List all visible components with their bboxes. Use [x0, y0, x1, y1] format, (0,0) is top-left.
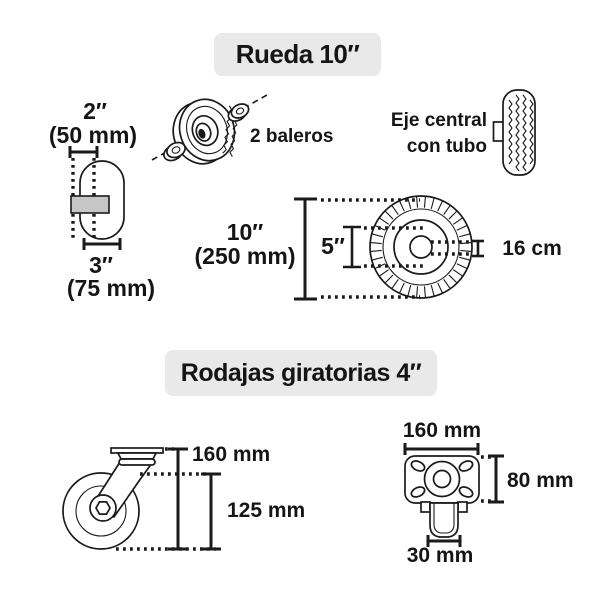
- dim-label-diameter-in: 10″: [227, 219, 264, 245]
- caster-side-view-drawing: [62, 447, 221, 551]
- dim-label-tread-mm: (75 mm): [67, 275, 155, 301]
- dim-label-width-in: 2″: [83, 98, 107, 124]
- dim-label-rim-in: 5″: [321, 233, 345, 259]
- bearings-label: 2 baleros: [250, 126, 333, 147]
- dim-label-width-mm: (50 mm): [49, 122, 137, 148]
- section-header-rodajas: Rodajas giratorias 4″: [165, 350, 437, 396]
- bearing-icon: [227, 103, 250, 122]
- tire-tread-drawing: [492, 89, 536, 176]
- dim-label-plate-width: 80 mm: [507, 469, 574, 492]
- dim-label-caster-wheel-d: 125 mm: [227, 499, 305, 522]
- wheel-side-profile-drawing: [68, 146, 125, 250]
- dim-label-tread-in: 3″: [89, 252, 113, 278]
- axle-label-line1: Eje central: [391, 110, 487, 131]
- dim-label-caster-height: 160 mm: [192, 443, 270, 466]
- dim-label-plate-length: 160 mm: [403, 419, 481, 442]
- section-title: Rueda 10″: [235, 39, 360, 69]
- wheel-front-view-drawing: [294, 195, 484, 301]
- section-header-rueda: Rueda 10″: [214, 33, 381, 76]
- bolt-hole: [410, 486, 426, 498]
- dim-label-wheel-width: 30 mm: [407, 544, 474, 567]
- axle-label-line2: con tubo: [407, 136, 487, 157]
- bearing-icon: [163, 141, 186, 162]
- wheel-bearings-drawing: [151, 94, 268, 165]
- hub-block: [70, 195, 110, 214]
- section-title: Rodajas giratorias 4″: [180, 358, 422, 387]
- bolt-hole: [458, 460, 474, 472]
- dim-label-diameter-mm: (250 mm): [195, 243, 296, 269]
- axle-nut: [95, 501, 111, 515]
- bolt-hole: [410, 460, 426, 472]
- caster-top-view-drawing: [403, 443, 504, 547]
- bolt-hole: [458, 486, 474, 498]
- dim-label-hub-len: 16 cm: [502, 237, 562, 260]
